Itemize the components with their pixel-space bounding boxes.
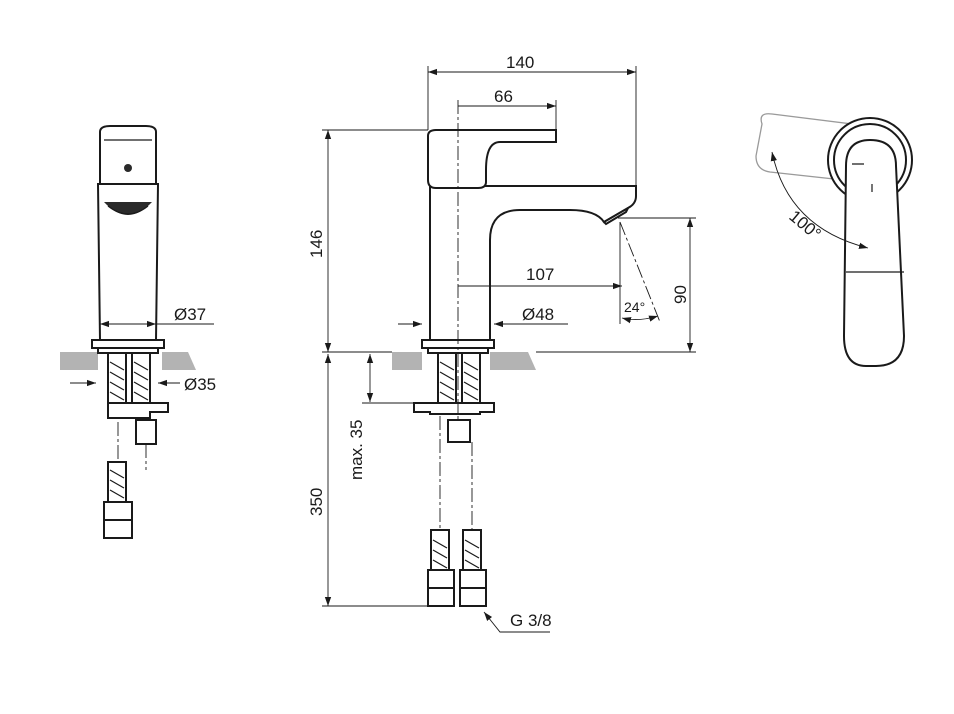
- lever-handle: [427, 129, 557, 189]
- side-view: Ø37 Ø35: [60, 125, 216, 539]
- connection-thread-label: G 3/8: [510, 611, 552, 630]
- body-diameter-label: Ø37: [174, 305, 206, 324]
- side-lever-dot: [124, 164, 132, 172]
- spout-height-label: 90: [671, 285, 690, 304]
- top-lever: [842, 138, 906, 367]
- total-reach-label: 140: [506, 53, 534, 72]
- side-lever-head: [99, 125, 157, 185]
- max-countertop-label: max. 35: [347, 420, 366, 480]
- front-view: 140 66 146 107 90 24° Ø48 max. 35 350: [307, 53, 696, 633]
- lever-rotation-label: 100°: [785, 207, 824, 244]
- lever-reach-label: 66: [494, 87, 513, 106]
- spout-body: [429, 185, 637, 341]
- hose-length-label: 350: [307, 488, 326, 516]
- height-label: 146: [307, 230, 326, 258]
- thread-diameter-label: Ø35: [184, 375, 216, 394]
- top-view: 100°: [755, 113, 913, 367]
- base-diameter-label: Ø48: [522, 305, 554, 324]
- spout-reach-label: 107: [526, 265, 554, 284]
- spout-angle-label: 24°: [624, 299, 645, 315]
